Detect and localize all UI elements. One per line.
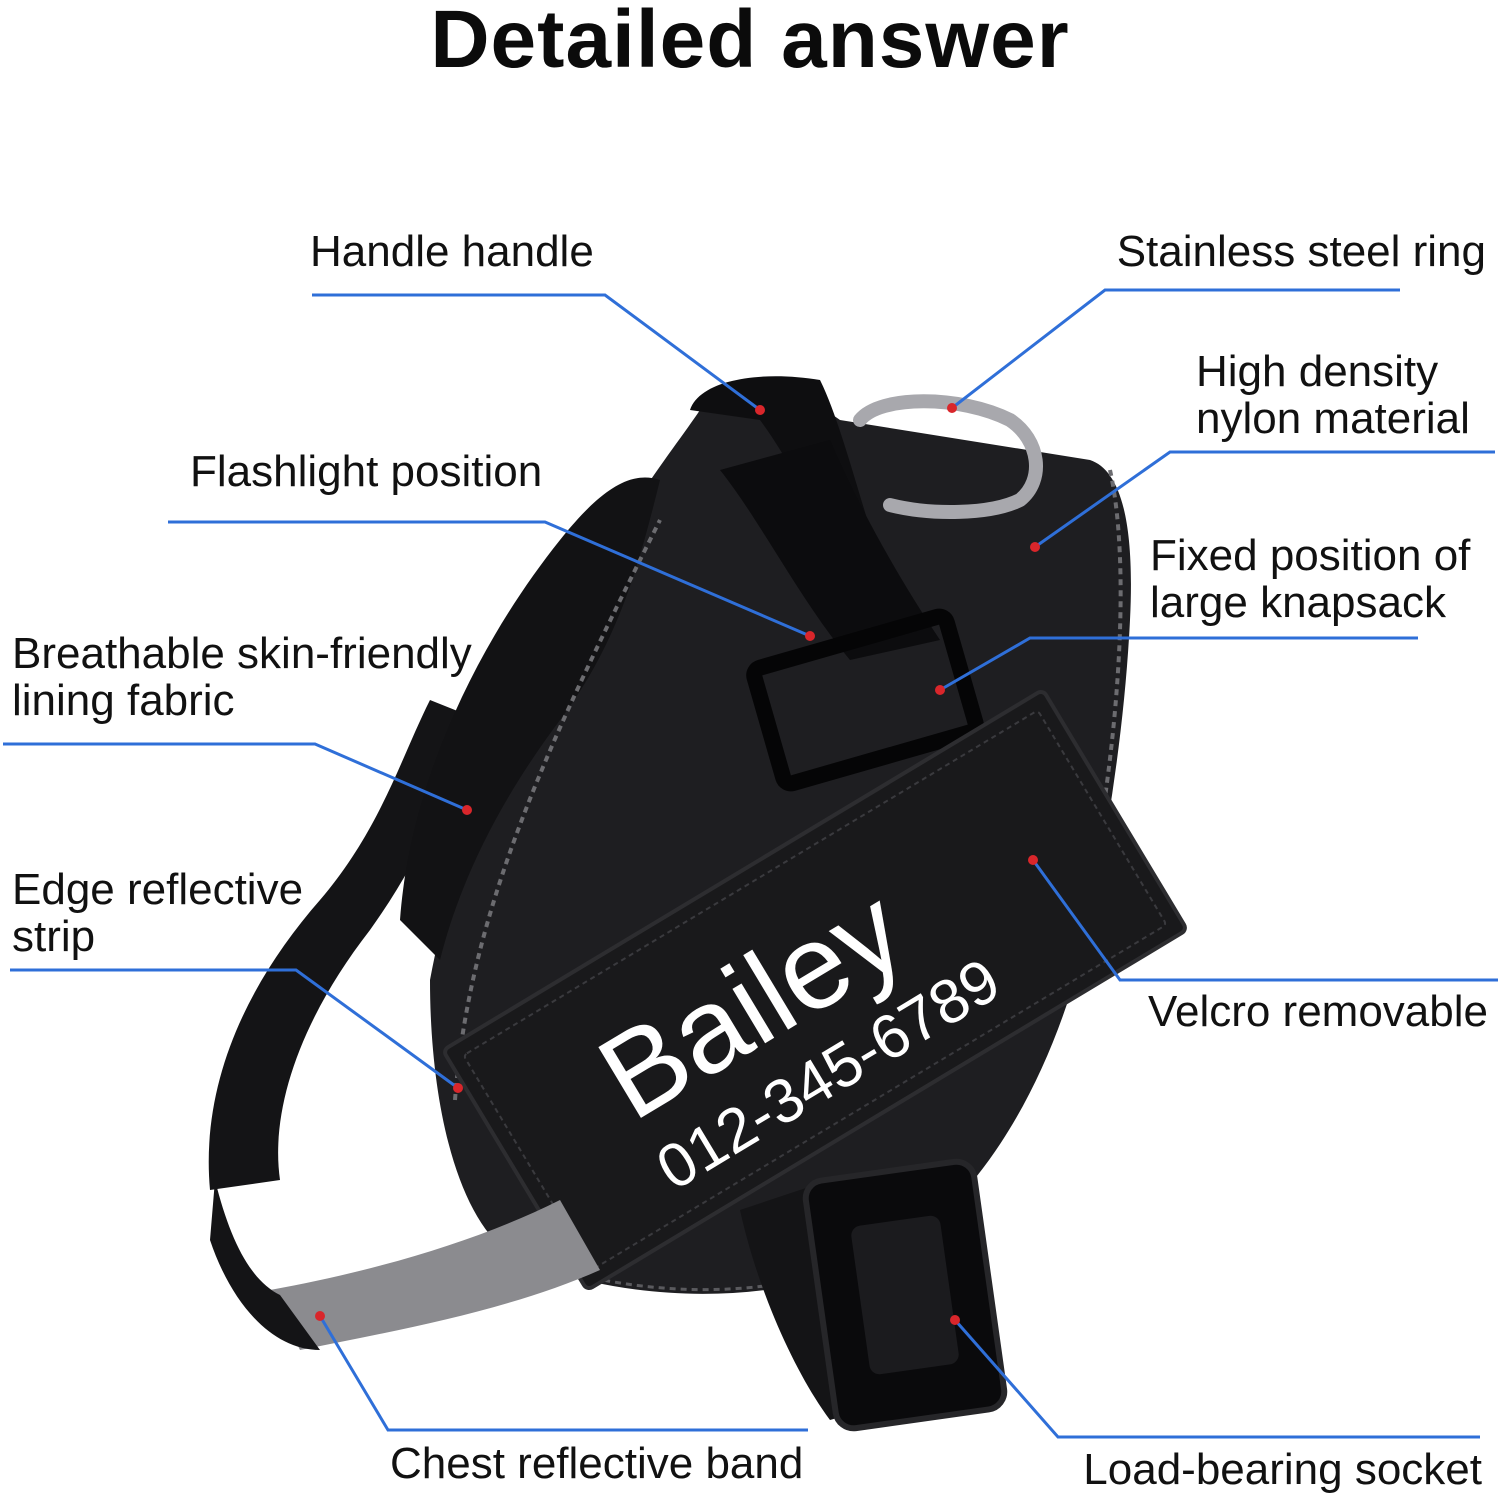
marker-handle (755, 405, 765, 415)
page-title: Detailed answer (430, 0, 1070, 85)
label-edge-line1: Edge reflective (12, 865, 304, 914)
marker-ring (947, 403, 957, 413)
label-knapsack-line2: large knapsack (1150, 578, 1446, 627)
leader-handle (312, 293, 761, 412)
edge-reflective-stitch (453, 519, 662, 1101)
label-ring: Stainless steel ring (1116, 227, 1486, 276)
chest-reflective-band (270, 1200, 600, 1350)
label-nylon: High density nylon material (1196, 348, 1470, 442)
leader-edge (10, 968, 459, 1090)
marker-nylon (1030, 542, 1040, 552)
label-edge-line2: strip (12, 912, 96, 961)
leader-velcro (1031, 859, 1498, 982)
leader-nylon (1034, 450, 1495, 549)
label-socket: Load-bearing socket (1083, 1445, 1482, 1494)
label-lining-line1: Breathable skin-friendly (12, 629, 472, 678)
steel-ring (853, 394, 1043, 519)
marker-lining (462, 805, 472, 815)
label-velcro: Velcro removable (1148, 987, 1488, 1036)
marker-flashlight (805, 631, 815, 641)
leader-flashlight (168, 520, 811, 638)
leader-knapsack (939, 636, 1418, 692)
leader-chest (318, 1315, 808, 1432)
label-knapsack: Fixed position of large knapsack (1150, 532, 1470, 626)
marker-socket (950, 1315, 960, 1325)
side-strap (208, 700, 480, 1190)
handle-strap (720, 440, 940, 660)
marker-chest (315, 1311, 325, 1321)
label-flashlight: Flashlight position (190, 447, 543, 496)
marker-velcro (1028, 855, 1038, 865)
marker-knapsack (935, 685, 945, 695)
label-knapsack-line1: Fixed position of (1150, 531, 1471, 580)
leader-lining (3, 742, 468, 812)
marker-edge (453, 1083, 463, 1093)
leader-ring (951, 288, 1400, 410)
label-nylon-line1: High density (1196, 347, 1439, 396)
label-lining-line2: lining fabric (12, 676, 235, 725)
lining-panel (400, 477, 660, 960)
chest-strap (210, 1180, 320, 1350)
label-handle: Handle handle (310, 227, 594, 276)
leader-socket (953, 1319, 1480, 1439)
label-edge: Edge reflective strip (12, 866, 303, 960)
strap-slider (746, 608, 984, 792)
label-nylon-line2: nylon material (1196, 394, 1470, 443)
label-lining: Breathable skin-friendly lining fabric (12, 630, 472, 724)
buckle-slot (851, 1215, 959, 1375)
label-chest-band: Chest reflective band (390, 1439, 804, 1488)
